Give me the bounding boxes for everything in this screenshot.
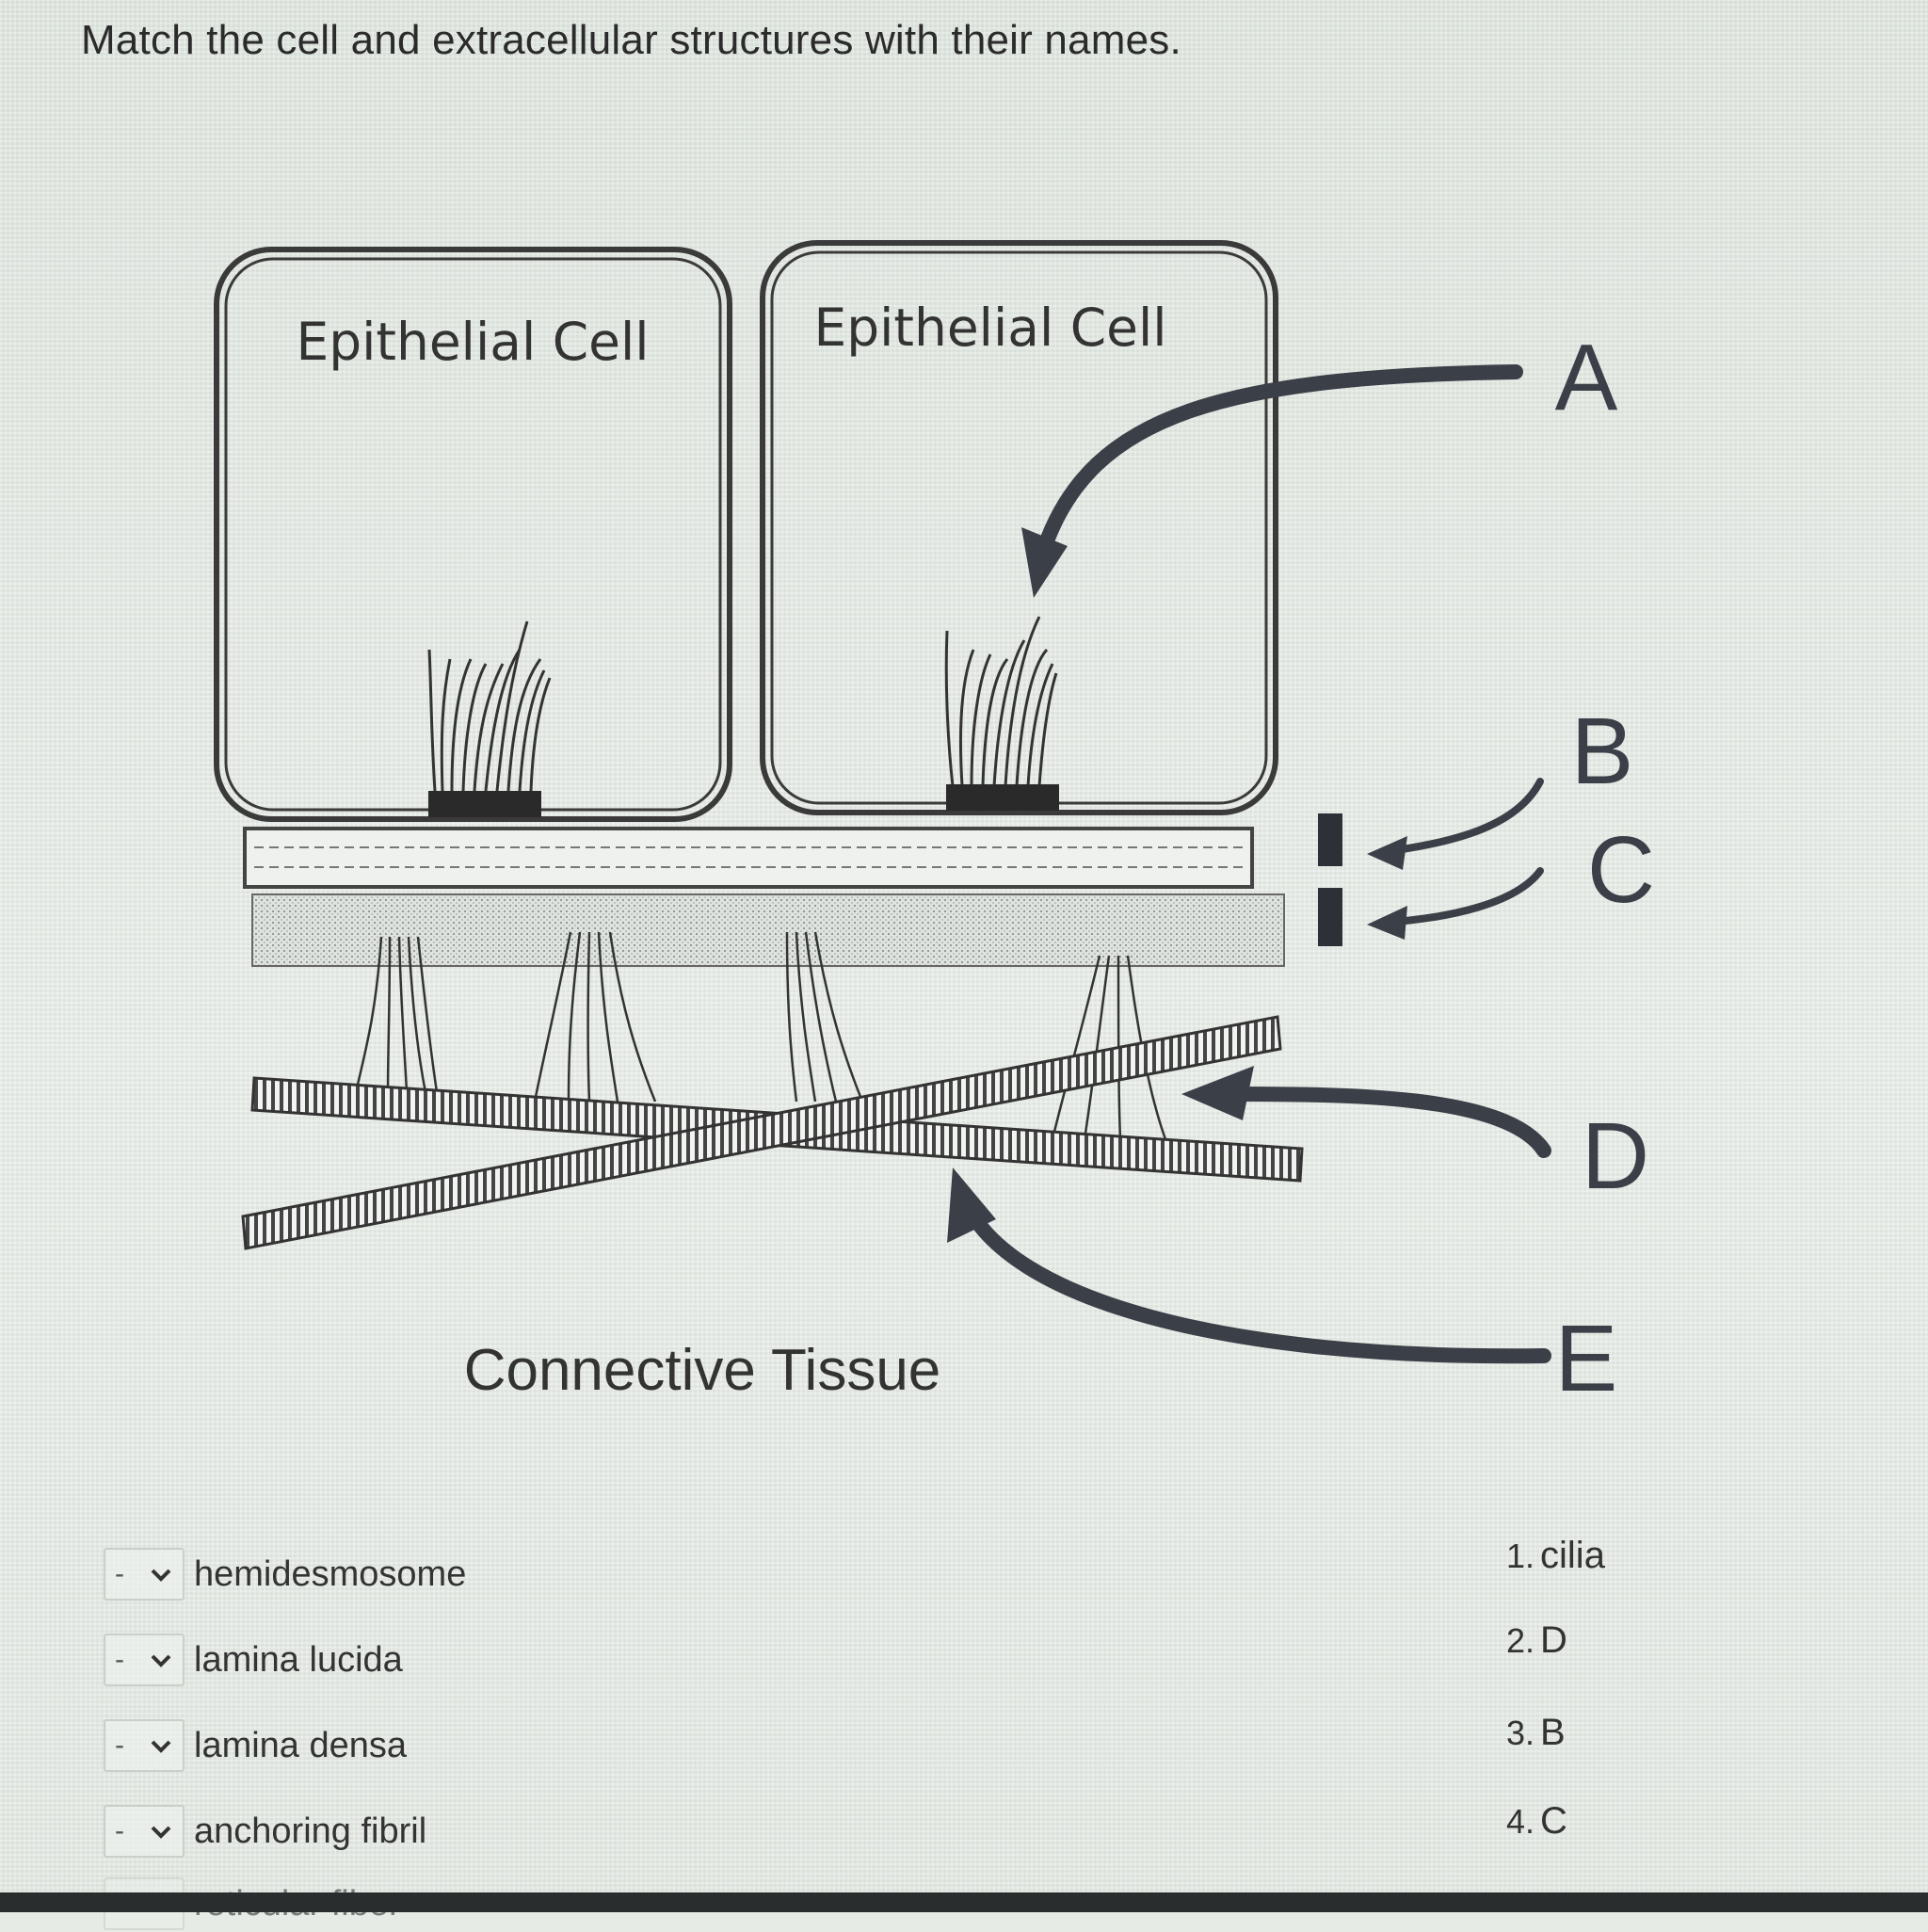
- dropdown-selected: -: [115, 1644, 124, 1675]
- match-term: lamina densa: [194, 1725, 408, 1765]
- cell-left-label: Epithelial Cell: [296, 312, 649, 372]
- answer-text: C: [1540, 1800, 1567, 1842]
- reticular-fibers: [241, 1015, 1304, 1250]
- answer-number: 4.: [1506, 1802, 1535, 1841]
- dropdown-selected: -: [115, 1730, 124, 1761]
- match-dropdown[interactable]: -: [104, 1548, 185, 1601]
- arrow-a-head: [1021, 527, 1068, 598]
- chevron-down-icon: [151, 1826, 171, 1839]
- arrow-b-head: [1367, 836, 1407, 870]
- cell-right-label: Epithelial Cell: [813, 298, 1166, 358]
- letter-a: A: [1555, 325, 1618, 430]
- arrow-d: [1216, 1087, 1551, 1158]
- answer-item-2: 2.D: [1506, 1619, 1567, 1662]
- arrow-d-head: [1181, 1066, 1254, 1120]
- match-dropdown[interactable]: -: [104, 1805, 185, 1858]
- answer-item-3: 3.B: [1506, 1712, 1566, 1754]
- lamina-densa-marker: [1318, 888, 1342, 946]
- match-row-anchoring-fibril: - anchoring fibril: [104, 1803, 426, 1860]
- answer-number: 1.: [1506, 1537, 1535, 1575]
- match-row-hemidesmosome: - hemidesmosome: [104, 1546, 466, 1602]
- match-term: anchoring fibril: [194, 1811, 427, 1851]
- answer-text: D: [1540, 1619, 1567, 1661]
- chevron-down-icon: [151, 1740, 171, 1753]
- answer-item-1: 1.cilia: [1506, 1535, 1605, 1577]
- cilia-right: [944, 616, 1059, 811]
- chevron-down-icon: [151, 1654, 171, 1667]
- answer-text: cilia: [1540, 1535, 1605, 1576]
- dropdown-selected: -: [115, 1558, 124, 1589]
- answer-item-4: 4.C: [1506, 1800, 1567, 1843]
- letter-e: E: [1555, 1306, 1618, 1411]
- lamina-lucida-band: [243, 827, 1254, 889]
- lamina-densa-band: [251, 894, 1285, 967]
- arrow-c: [1380, 867, 1544, 926]
- lamina-lucida-marker: [1318, 813, 1342, 866]
- arrow-e: [957, 1193, 1551, 1364]
- question-text: Match the cell and extracellular structu…: [81, 17, 1181, 63]
- match-dropdown[interactable]: -: [104, 1634, 185, 1686]
- letter-c: C: [1587, 817, 1655, 923]
- letter-b: B: [1571, 699, 1634, 804]
- match-term: lamina lucida: [194, 1639, 403, 1680]
- answer-text: B: [1540, 1712, 1566, 1753]
- arrow-e-head: [947, 1167, 996, 1243]
- arrow-a: [1037, 364, 1523, 554]
- match-row-lamina-densa: - lamina densa: [104, 1717, 407, 1774]
- answer-number: 3.: [1506, 1714, 1535, 1752]
- letter-d: D: [1582, 1103, 1649, 1209]
- cilia-left: [427, 620, 552, 817]
- structure-diagram: Epithelial Cell Epithelial Cell: [214, 240, 1655, 1411]
- match-term: hemidesmosome: [194, 1554, 467, 1594]
- answer-number: 2.: [1506, 1621, 1535, 1660]
- arrow-c-head: [1367, 906, 1407, 940]
- match-row-lamina-lucida: - lamina lucida: [104, 1632, 403, 1688]
- screen-bezel: [0, 1892, 1928, 1912]
- arrow-b: [1380, 778, 1544, 856]
- match-dropdown[interactable]: -: [104, 1719, 185, 1772]
- connective-tissue-label: Connective Tissue: [464, 1338, 941, 1403]
- chevron-down-icon: [151, 1569, 171, 1582]
- dropdown-selected: -: [115, 1815, 124, 1846]
